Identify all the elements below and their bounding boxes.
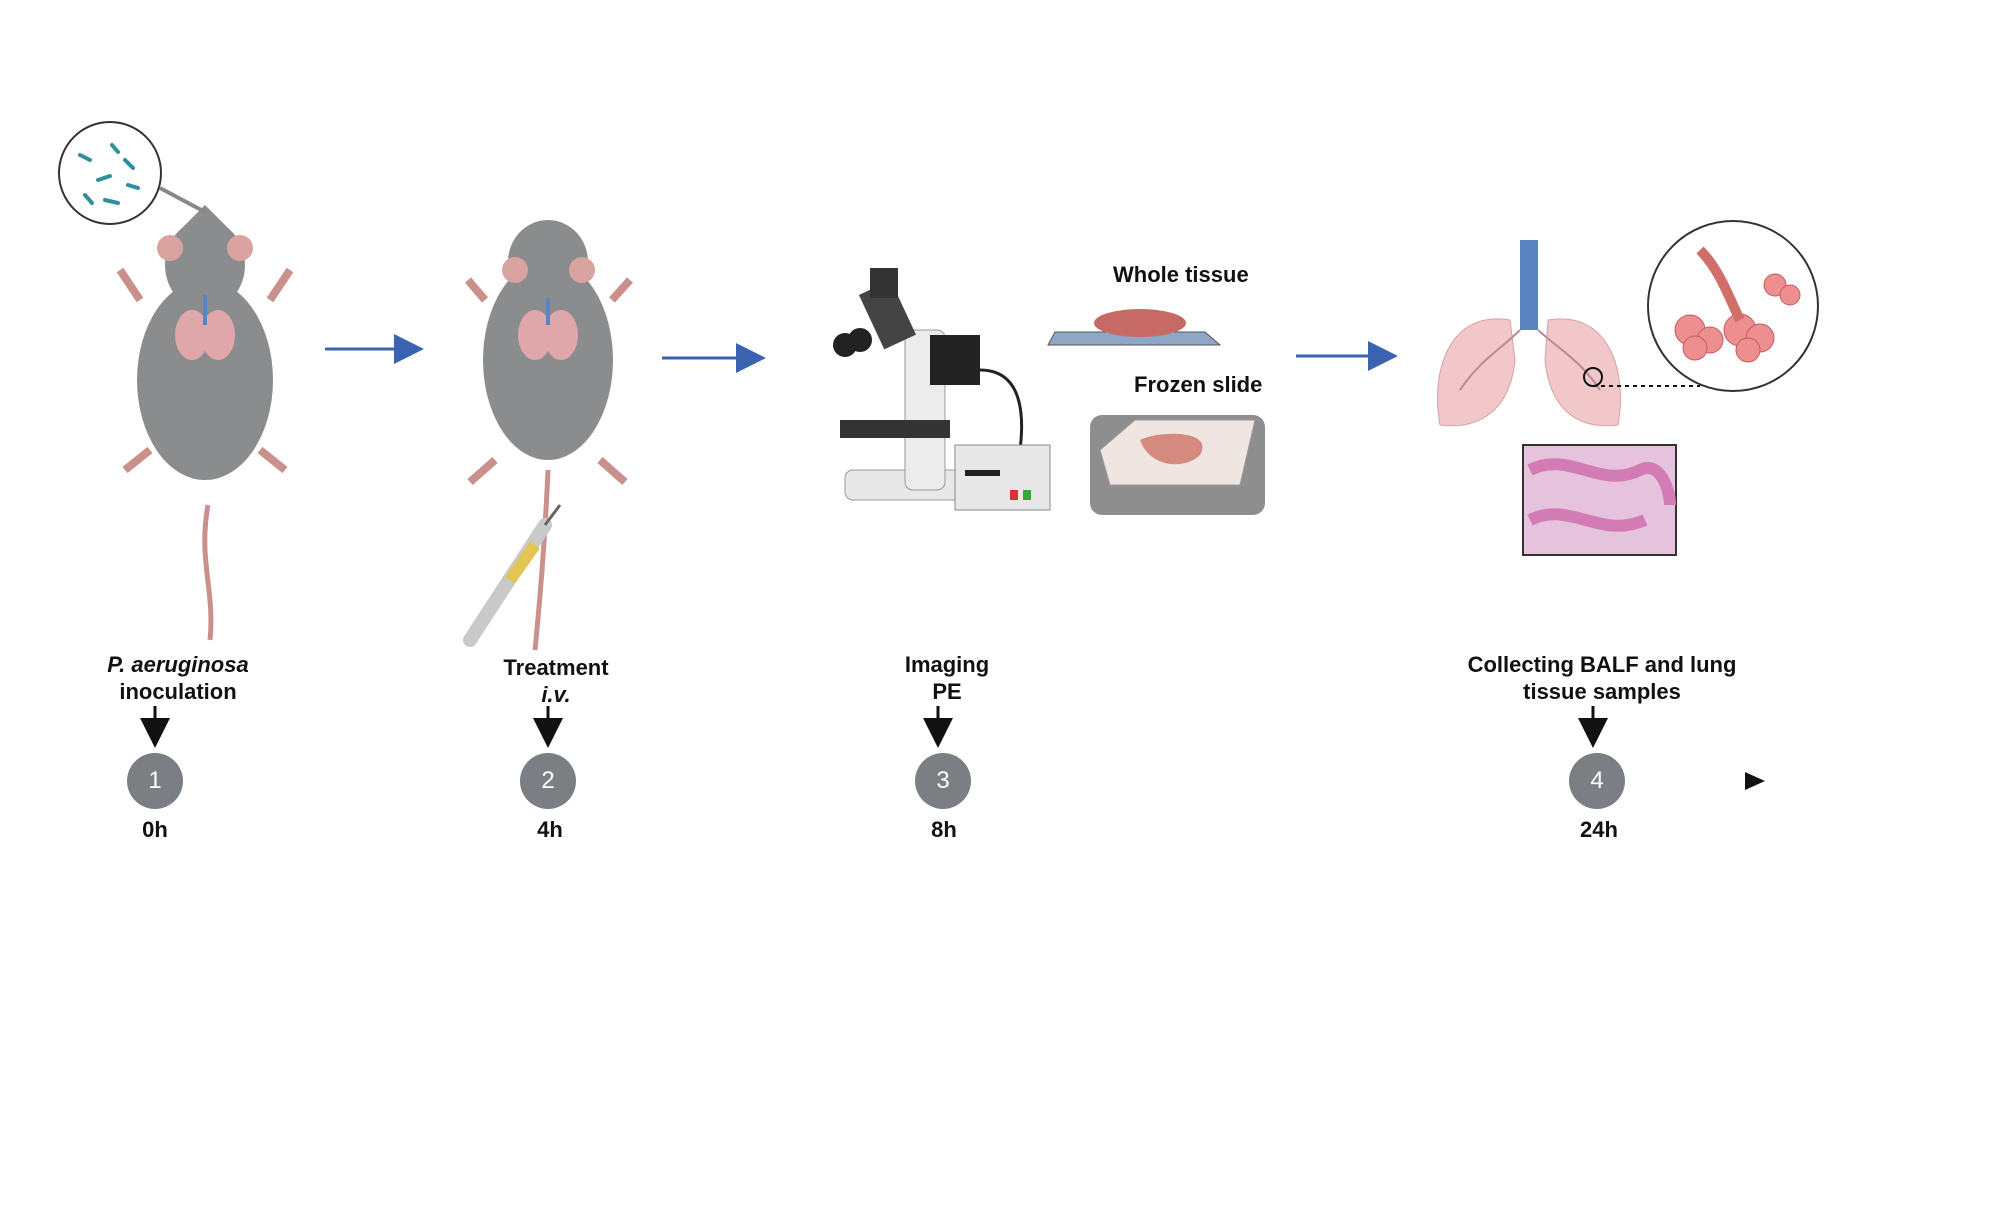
step-pointers bbox=[140, 706, 1608, 748]
step-4-label-text: Collecting BALF and lung bbox=[1467, 652, 1737, 677]
microscope-icon bbox=[833, 268, 1051, 511]
step-2-circle: 2 bbox=[520, 753, 576, 809]
step-3-label-text: Imaging bbox=[904, 652, 990, 677]
mouse-inoculation-icon bbox=[116, 205, 294, 641]
frozen-slide-icon bbox=[1090, 415, 1265, 515]
step-1-circle: 1 bbox=[127, 753, 183, 809]
step-1-time: 0h bbox=[142, 817, 168, 842]
whole-tissue-slide-icon bbox=[1047, 309, 1222, 346]
step-1-label-text: inoculation bbox=[119, 679, 237, 704]
bacteria-magnifier-icon bbox=[58, 121, 206, 225]
mouse-treatment-icon bbox=[464, 220, 633, 651]
step-2-label-italic: i.v. bbox=[541, 682, 571, 707]
step-4-label-text-2: tissue samples bbox=[1523, 679, 1681, 704]
step-2-label-text: Treatment bbox=[503, 655, 609, 680]
alveoli-magnifier-icon bbox=[1647, 220, 1819, 392]
step-4-label: Collecting BALF and lung tissue samples bbox=[1468, 651, 1737, 705]
flow-arrows bbox=[325, 334, 1398, 373]
step-1-label-italic: P. aeruginosa bbox=[107, 652, 249, 677]
step-3-label-text-2: PE bbox=[932, 679, 962, 704]
step-1-label: P. aeruginosa inoculation bbox=[107, 651, 248, 705]
step-2-time: 4h bbox=[537, 817, 563, 842]
step-3-time: 8h bbox=[931, 817, 957, 842]
step-3-label: Imaging PE bbox=[905, 651, 989, 705]
histology-section-icon bbox=[1522, 444, 1677, 556]
whole-tissue-caption: Whole tissue bbox=[1113, 262, 1249, 287]
step-4-circle: 4 bbox=[1569, 753, 1625, 809]
step-3-circle: 3 bbox=[915, 753, 971, 809]
timeline-arrowhead bbox=[1745, 772, 1765, 790]
step-4-time: 24h bbox=[1580, 817, 1618, 842]
frozen-slide-caption: Frozen slide bbox=[1134, 372, 1263, 397]
lungs-icon bbox=[1437, 240, 1700, 427]
step-2-label: Treatment i.v. bbox=[503, 654, 608, 708]
syringe-icon bbox=[463, 504, 562, 647]
